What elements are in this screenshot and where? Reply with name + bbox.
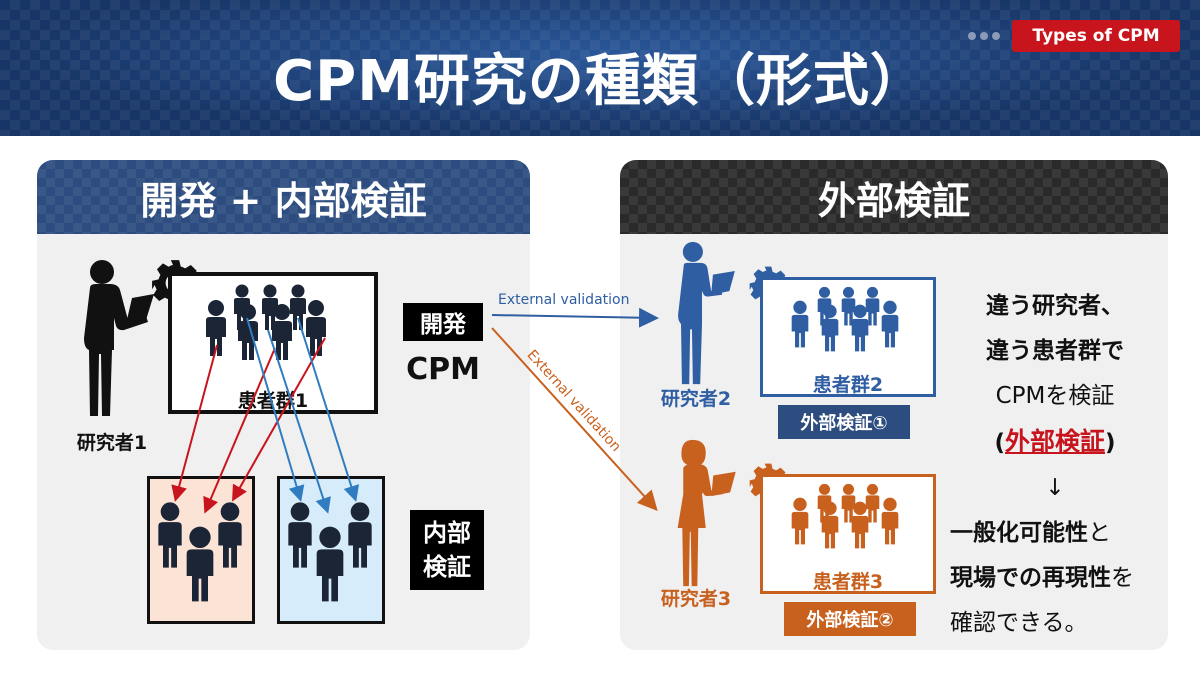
note-line5-bold: 一般化可能性: [950, 520, 1088, 546]
internal-validation-line1: 内部: [423, 519, 471, 547]
internal-validation-line2: 検証: [423, 553, 471, 581]
note-line2: 違う患者群で: [986, 338, 1124, 364]
researcher3-label: 研究者3: [660, 588, 732, 610]
note-line4: (外部検証): [950, 419, 1160, 466]
patient-group2-label: 患者群2: [812, 374, 884, 396]
dot-decoration: [968, 32, 976, 40]
people-group-icon: [791, 483, 899, 549]
external-validation-label-1: External validation: [498, 292, 630, 308]
note-paren-close: ): [1105, 430, 1116, 456]
researcher1-label: 研究者1: [76, 432, 148, 454]
external-validation-arrow-1: [491, 307, 659, 328]
patient-group3-label: 患者群3: [812, 571, 884, 593]
note-line6-bold: 現場での再現性: [950, 565, 1111, 591]
down-arrow-icon: ↓: [1045, 475, 1065, 501]
dot-decoration: [992, 32, 1000, 40]
note-line6-rest: を: [1111, 565, 1134, 591]
note-paren-open: (: [994, 430, 1005, 456]
development-badge: 開発: [403, 303, 483, 341]
internal-validation-badge: 内部 検証: [410, 510, 484, 590]
researcher-male-icon: [662, 240, 742, 386]
types-tag: Types of CPM: [1012, 20, 1180, 52]
people-group-icon: [791, 286, 899, 352]
note-line7: 確認できる。: [950, 610, 1088, 636]
external-validation-note: 違う研究者、 違う患者群で CPMを検証 (外部検証) ↓ 一般化可能性と 現場…: [950, 284, 1160, 646]
dot-decoration: [980, 32, 988, 40]
external-validation-arrow-2: [491, 327, 658, 511]
researcher-female-icon: [662, 438, 742, 588]
arrow-blue: [297, 317, 360, 502]
page-title: CPM研究の種類（形式）: [273, 49, 927, 114]
external-panel-title: 外部検証: [620, 160, 1168, 234]
cpm-label: CPM: [406, 352, 480, 387]
arrow-blue: [267, 329, 331, 514]
note-line6: 現場での再現性を: [950, 556, 1160, 601]
note-emphasis: 外部検証: [1004, 427, 1105, 456]
arrow-red: [232, 337, 326, 502]
arrow-red: [171, 344, 218, 502]
note-line1: 違う研究者、: [986, 293, 1124, 319]
note-line5: 一般化可能性と: [950, 511, 1160, 556]
header-banner: [0, 0, 1200, 136]
note-line3: CPMを検証: [995, 383, 1115, 409]
external-validation1-badge: 外部検証①: [778, 405, 910, 439]
note-line5-rest: と: [1088, 520, 1111, 546]
external-validation2-badge: 外部検証②: [784, 602, 916, 636]
development-panel-title: 開発 + 内部検証: [37, 160, 530, 234]
arrow-blue: [246, 317, 305, 502]
researcher2-label: 研究者2: [660, 388, 732, 410]
